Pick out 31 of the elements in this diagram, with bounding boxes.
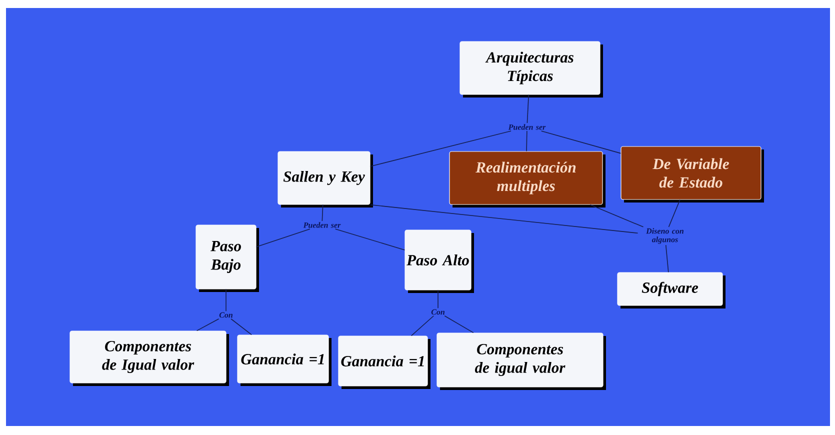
concept-box: Arquitecturas Típicas	[460, 41, 603, 98]
concept-box: Ganancia =1	[338, 336, 430, 389]
linking-phrase: Con	[219, 312, 232, 318]
concept-box: Componentes de igual valor	[436, 332, 606, 390]
concept-box: Paso Bajo	[196, 224, 259, 292]
linking-phrase: Diseno con algunos	[646, 228, 684, 244]
concept-box: Ganancia =1	[237, 334, 332, 386]
connector-line	[370, 130, 512, 167]
highlighted-concept-box: Realimentación multiples	[449, 151, 606, 208]
connector-line	[665, 244, 669, 273]
connector-line	[322, 204, 324, 222]
linking-phrase: Pueden ser	[508, 124, 546, 130]
connector-line	[668, 199, 680, 228]
concept-box: Componentes de Igual valor	[70, 330, 229, 386]
concept-box: Software	[617, 272, 726, 308]
linking-phrase: Pueden ser	[303, 222, 341, 228]
linking-phrase: Con	[431, 309, 444, 315]
concept-box: Sallen y Key	[278, 151, 373, 208]
connector-line	[590, 204, 644, 228]
connector-line	[526, 94, 530, 124]
connector-line	[256, 228, 310, 248]
highlighted-concept-box: De Variable de Estado	[620, 146, 764, 202]
concept-box: Paso Alto	[404, 230, 474, 293]
connector-line	[230, 318, 252, 336]
connector-line	[196, 318, 220, 332]
connector-line	[411, 315, 434, 336]
connector-line	[444, 315, 474, 334]
connector-line	[540, 130, 622, 154]
connector-line	[370, 204, 638, 234]
connector-line	[526, 130, 528, 152]
connector-line	[334, 228, 406, 250]
